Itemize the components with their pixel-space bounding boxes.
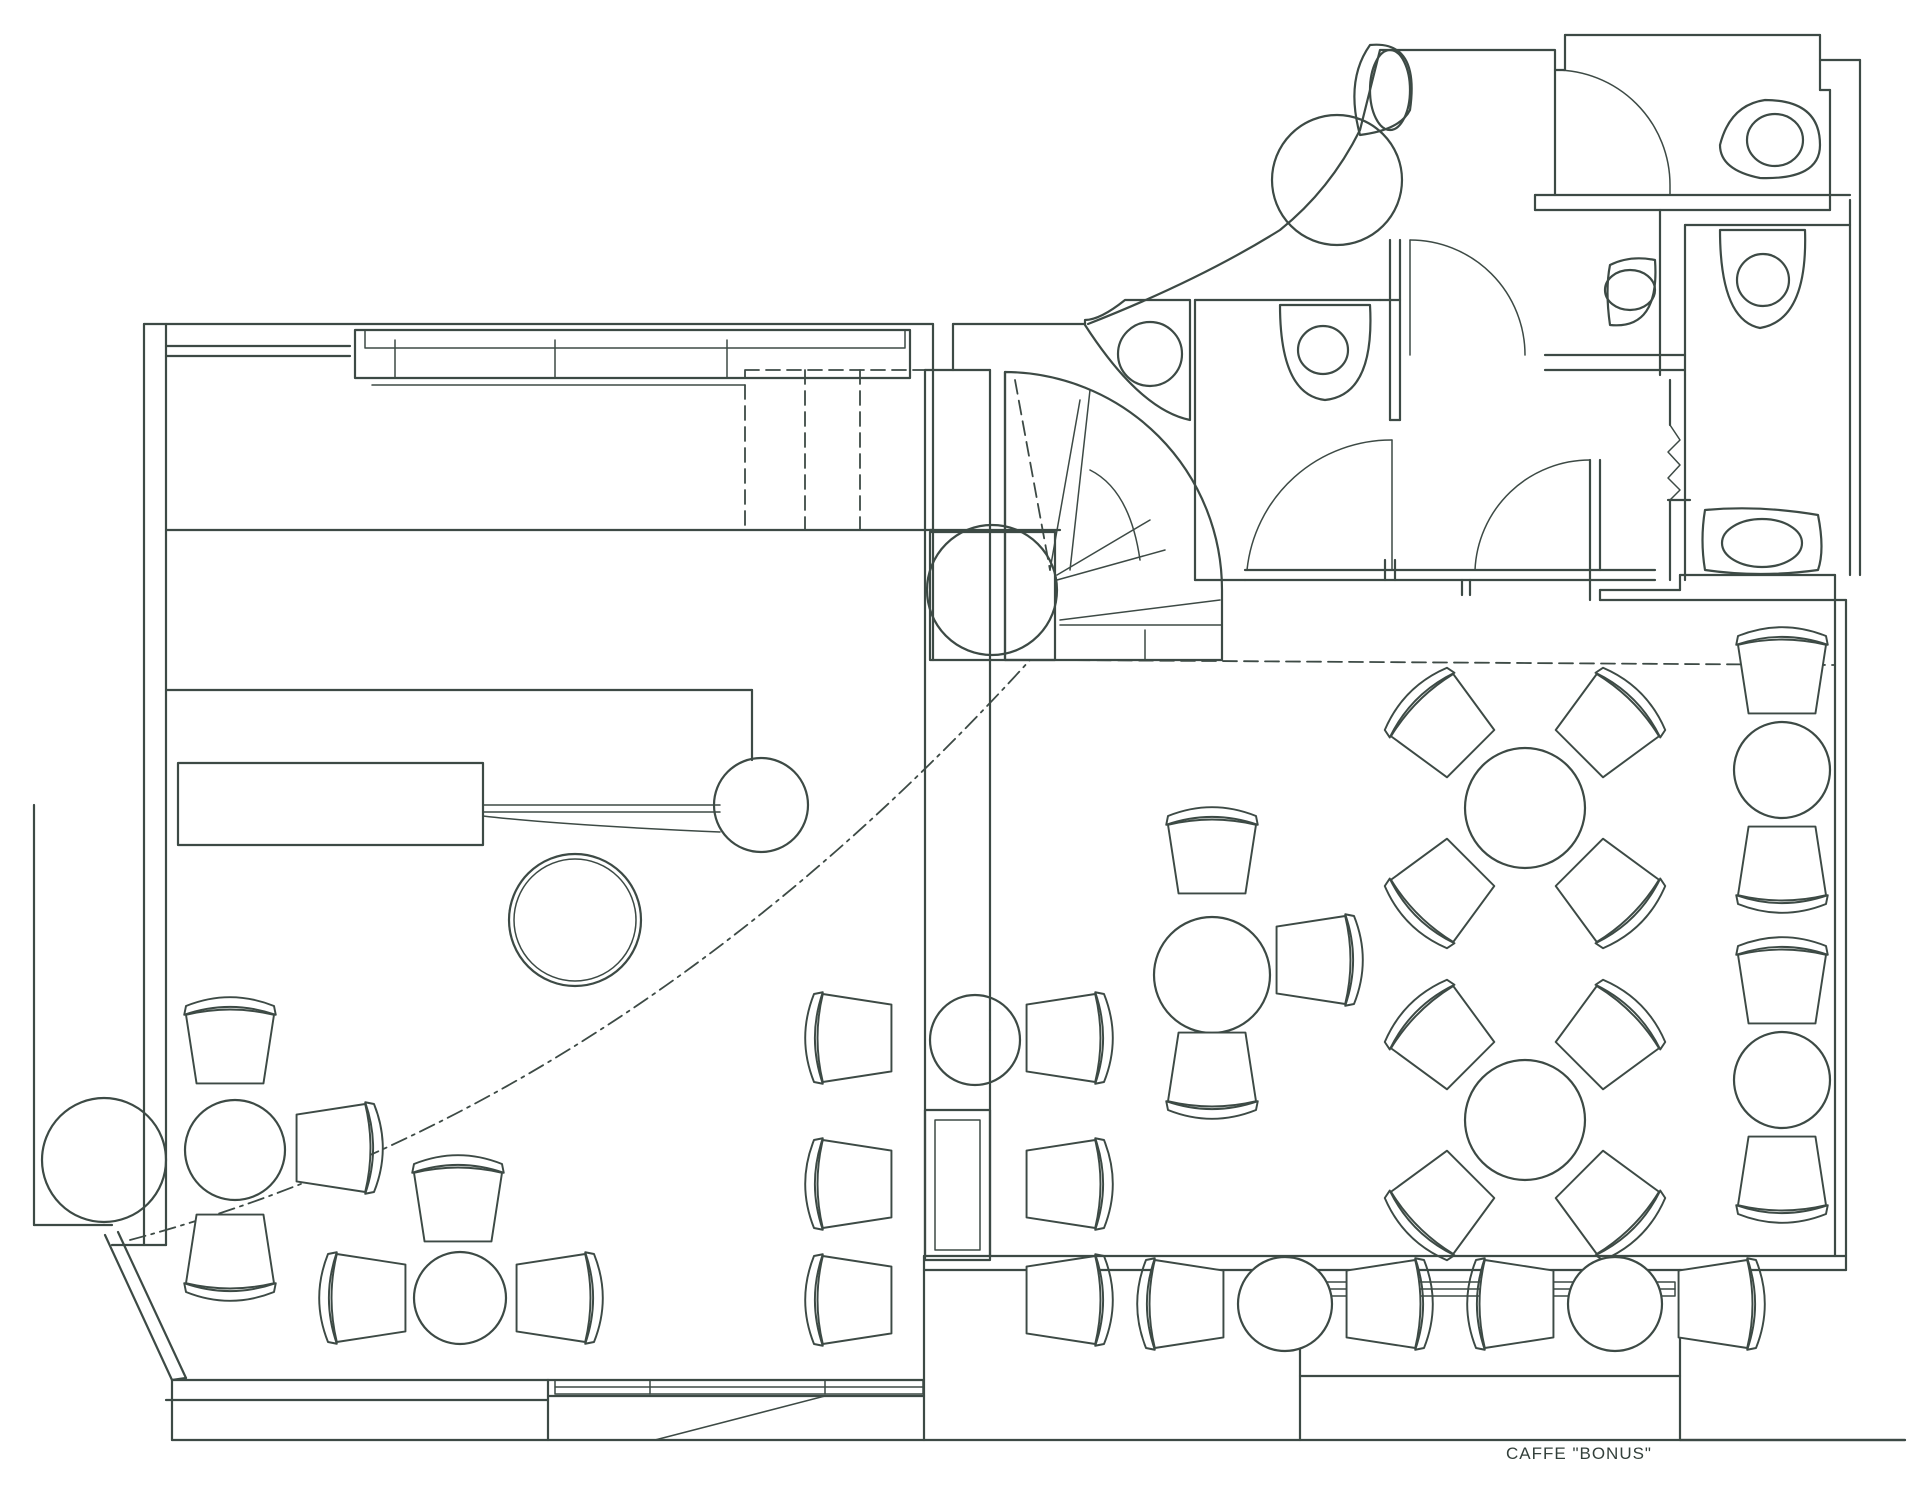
door-swing-arc xyxy=(129,659,1031,1241)
seating-right xyxy=(1025,626,1832,1353)
bar-counter xyxy=(164,328,935,532)
column-bar xyxy=(712,756,810,854)
wc-bowl-3 xyxy=(1603,268,1657,312)
central-divider xyxy=(923,368,1022,1262)
column-center xyxy=(928,993,1022,1087)
wc-doors xyxy=(1246,69,1671,571)
round-table-bar xyxy=(507,852,643,988)
wc-bowl-2 xyxy=(1745,112,1805,168)
wc-fixtures xyxy=(1083,43,1823,576)
wc-basin xyxy=(1720,517,1804,569)
table-center-1 xyxy=(1152,915,1272,1035)
column-wc xyxy=(1270,113,1404,247)
wc-walls xyxy=(1086,33,1862,597)
wc-sink xyxy=(1116,320,1184,388)
display-counter xyxy=(164,688,810,988)
table-wall-1 xyxy=(1732,720,1832,820)
column-entrance xyxy=(40,1096,168,1224)
table-window-1 xyxy=(1236,1255,1334,1353)
seating-left xyxy=(40,991,893,1347)
spiral-stair xyxy=(925,370,1836,666)
plan-caption: CAFFE "BONUS" xyxy=(1506,1444,1652,1463)
table-wall-2 xyxy=(1732,1030,1832,1130)
table-round-bottom xyxy=(1463,1058,1587,1182)
stair-newel xyxy=(925,523,1059,657)
table-left-1 xyxy=(183,1098,287,1202)
wc-bowl-1 xyxy=(1368,48,1412,132)
wc-bowl-5 xyxy=(1296,324,1350,376)
wc-bowl-4 xyxy=(1735,252,1791,308)
table-left-2 xyxy=(412,1250,508,1346)
table-window-2 xyxy=(1566,1255,1664,1353)
table-round-top xyxy=(1463,746,1587,870)
